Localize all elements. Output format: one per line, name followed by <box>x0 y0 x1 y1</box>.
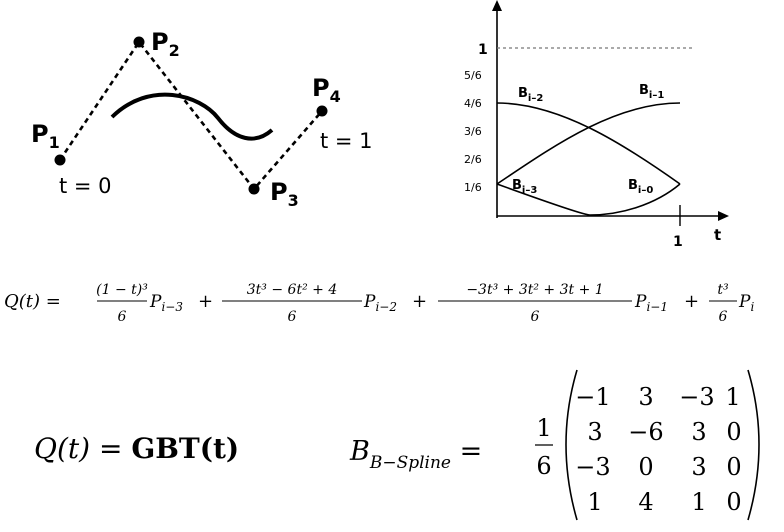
matrix-name: BB−Spline = <box>349 436 482 473</box>
y-tick-2-6: 2/6 <box>464 153 482 166</box>
control-point-3 <box>248 183 260 195</box>
y-axis-arrow <box>492 0 502 11</box>
curve-b-i-minus-1 <box>496 102 681 185</box>
y-tick-5-6: 5/6 <box>464 69 482 82</box>
eq1-term3-denominator: 6 <box>531 309 540 325</box>
y-tick-1-6: 1/6 <box>464 181 482 194</box>
label-b-i-minus-0: Bi–0 <box>628 178 653 196</box>
label-t-start: t = 0 <box>59 174 112 198</box>
eq1-term2-denominator: 6 <box>288 309 297 325</box>
control-polygon-panel: P1 P2 P3 P4 t = 0 t = 1 <box>31 28 373 210</box>
x-axis-arrow <box>718 211 729 221</box>
eq1-term4-denominator: 6 <box>719 309 728 325</box>
control-point-4 <box>316 105 328 117</box>
eq1-term1-point: Pi−3 <box>149 292 183 314</box>
label-b-i-minus-1: Bi–1 <box>639 83 664 101</box>
matrix-cell-r2c2: −6 <box>628 418 663 446</box>
matrix-cell-r4c3: 1 <box>691 488 706 516</box>
equation-q-expanded: Q(t) = (1 − t)³ 6 Pi−3 + 3t³ − 6t² + 4 6… <box>4 282 754 325</box>
eq1-plus-1: + <box>198 291 213 312</box>
curve-b-i-minus-2 <box>496 102 681 185</box>
matrix-cell-r2c1: 3 <box>587 418 602 446</box>
x-tick-1: 1 <box>673 234 683 250</box>
matrix-cell-r4c2: 4 <box>638 488 653 516</box>
matrix-cell-r3c2: 0 <box>638 453 653 481</box>
eq1-term4-point: Pi <box>738 292 754 314</box>
eq1-plus-3: + <box>684 291 699 312</box>
label-p2: P2 <box>151 28 180 60</box>
control-polygon <box>58 39 323 192</box>
eq1-term3-numerator: −3t³ + 3t² + 3t + 1 <box>466 282 603 298</box>
eq1-term1-denominator: 6 <box>118 309 127 325</box>
label-p1: P1 <box>31 120 60 152</box>
control-point-1 <box>54 154 66 166</box>
matrix-cell-r3c4: 0 <box>726 453 741 481</box>
matrix-right-paren <box>747 369 760 521</box>
matrix-subscript: B−Spline <box>369 453 451 473</box>
eq2-lhs: Q(t) = <box>34 432 131 465</box>
y-tick-4-6: 4/6 <box>464 97 482 110</box>
eq1-term2-point: Pi−2 <box>363 292 397 314</box>
eq1-term2-numerator: 3t³ − 6t² + 4 <box>247 282 337 298</box>
matrix-cell-r1c3: −3 <box>679 383 714 411</box>
curve-b-i-minus-0 <box>589 183 681 216</box>
eq1-term4-numerator: t³ <box>717 282 729 298</box>
y-tick-3-6: 3/6 <box>464 125 482 138</box>
matrix-cell-r1c1: −1 <box>575 383 610 411</box>
eq1-term1-numerator: (1 − t)³ <box>96 282 148 298</box>
eq2-rhs: GBT(t) <box>131 432 239 465</box>
spline-curve <box>110 92 274 141</box>
label-b-i-minus-2: Bi–2 <box>518 86 543 104</box>
matrix-scalar-denominator: 6 <box>536 452 551 480</box>
matrix-cell-r2c4: 0 <box>726 418 741 446</box>
matrix-scalar-numerator: 1 <box>536 414 551 442</box>
basis-plot-panel: 1 5/6 4/6 3/6 2/6 1/6 1 t Bi–2 Bi–1 Bi–3… <box>464 0 729 250</box>
eq2-q-t: Q(t) = GBT(t) <box>34 432 239 465</box>
matrix-cell-r4c1: 1 <box>587 488 602 516</box>
label-p3: P3 <box>270 178 299 210</box>
label-b-i-minus-3: Bi–3 <box>512 178 537 196</box>
matrix-left-paren <box>565 369 578 521</box>
eq1-term3-point: Pi−1 <box>634 292 668 314</box>
label-p4: P4 <box>312 74 341 106</box>
x-axis-label: t <box>714 226 721 244</box>
matrix-cell-r3c1: −3 <box>575 453 610 481</box>
basis-matrix-equation: BB−Spline = 1 6 −1 3 −3 1 3 −6 3 0 −3 0 … <box>349 369 760 521</box>
label-t-end: t = 1 <box>320 129 373 153</box>
matrix-cell-r1c4: 1 <box>725 383 740 411</box>
curve-b-i-minus-3 <box>496 183 591 216</box>
matrix-cell-r2c3: 3 <box>691 418 706 446</box>
control-point-2 <box>133 36 145 48</box>
eq1-lhs: Q(t) = <box>4 291 61 312</box>
matrix-cell-r4c4: 0 <box>726 488 741 516</box>
equation-q-compact: Q(t) = GBT(t) <box>34 432 239 465</box>
eq1-plus-2: + <box>412 291 427 312</box>
matrix-cell-r3c3: 3 <box>691 453 706 481</box>
matrix-cell-r1c2: 3 <box>638 383 653 411</box>
y-tick-1: 1 <box>478 42 488 58</box>
